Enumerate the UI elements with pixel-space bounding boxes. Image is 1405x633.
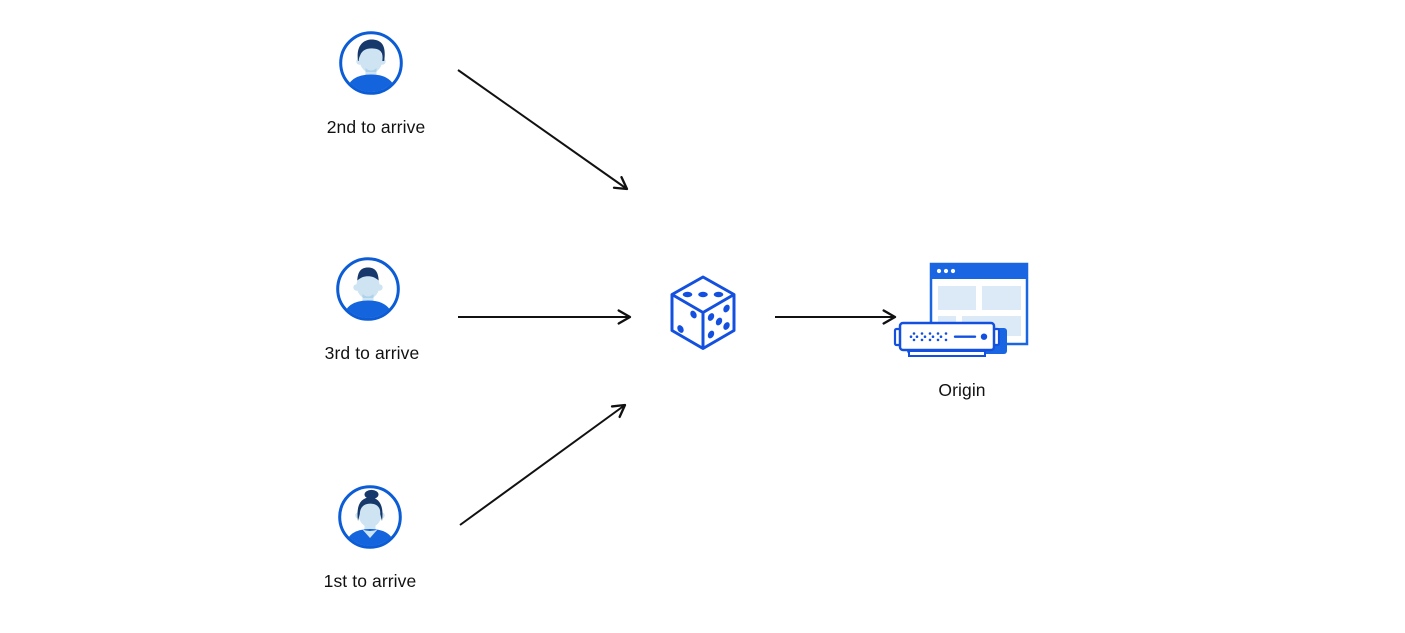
visitor-node-1st xyxy=(337,484,403,550)
dice-icon xyxy=(670,275,736,350)
visitor-label-3rd: 3rd to arrive xyxy=(324,343,420,363)
server-dot-pattern xyxy=(909,332,948,342)
visitor-node-3rd xyxy=(335,256,401,322)
visitor-label-1st: 1st to arrive xyxy=(323,571,417,591)
user-avatar-male-icon xyxy=(339,31,403,95)
visitor-label-2nd: 2nd to arrive xyxy=(326,117,426,137)
arrow-1st-to-dice xyxy=(459,403,627,526)
visitor-node-2nd xyxy=(338,30,404,96)
origin-label: Origin xyxy=(938,380,986,400)
origin-node xyxy=(893,260,1031,360)
user-avatar-female-icon xyxy=(338,485,402,549)
arrow-2nd-to-dice xyxy=(457,69,629,191)
random-selector-node xyxy=(667,274,739,352)
origin-server-icon xyxy=(893,262,1029,357)
user-avatar-male-2-icon xyxy=(336,257,400,321)
